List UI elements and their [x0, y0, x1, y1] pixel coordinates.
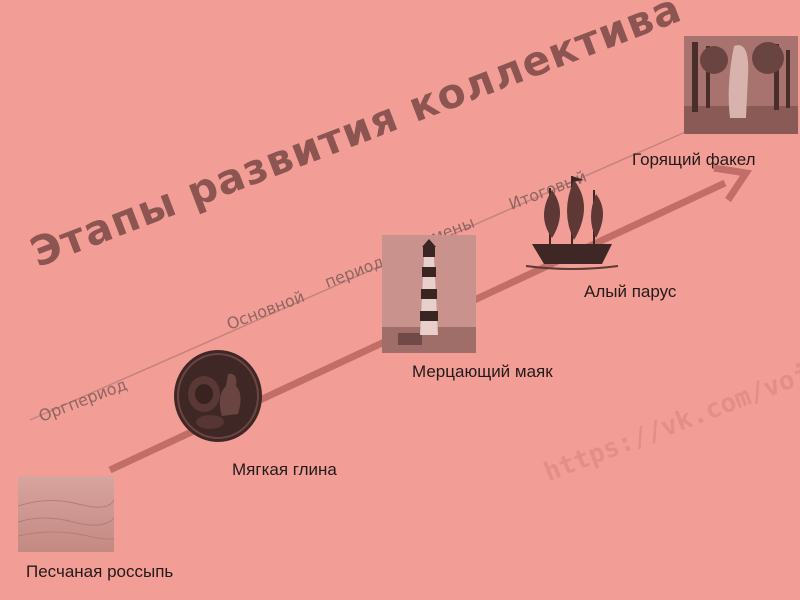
stage-label-lighthouse: Мерцающий маяк [412, 362, 553, 381]
clay-pottery-icon [170, 344, 266, 444]
stage-label-sail: Алый парус [584, 282, 677, 301]
sailboat-icon [522, 168, 620, 272]
stage-label-clay: Мягкая глина [232, 460, 337, 479]
lighthouse-icon [382, 235, 476, 353]
sand-icon [18, 476, 114, 552]
stage-label-sand: Песчаная россыпь [26, 562, 174, 581]
stage-label-torch: Горящий факел [632, 150, 756, 169]
torch-forest-icon [684, 36, 798, 134]
